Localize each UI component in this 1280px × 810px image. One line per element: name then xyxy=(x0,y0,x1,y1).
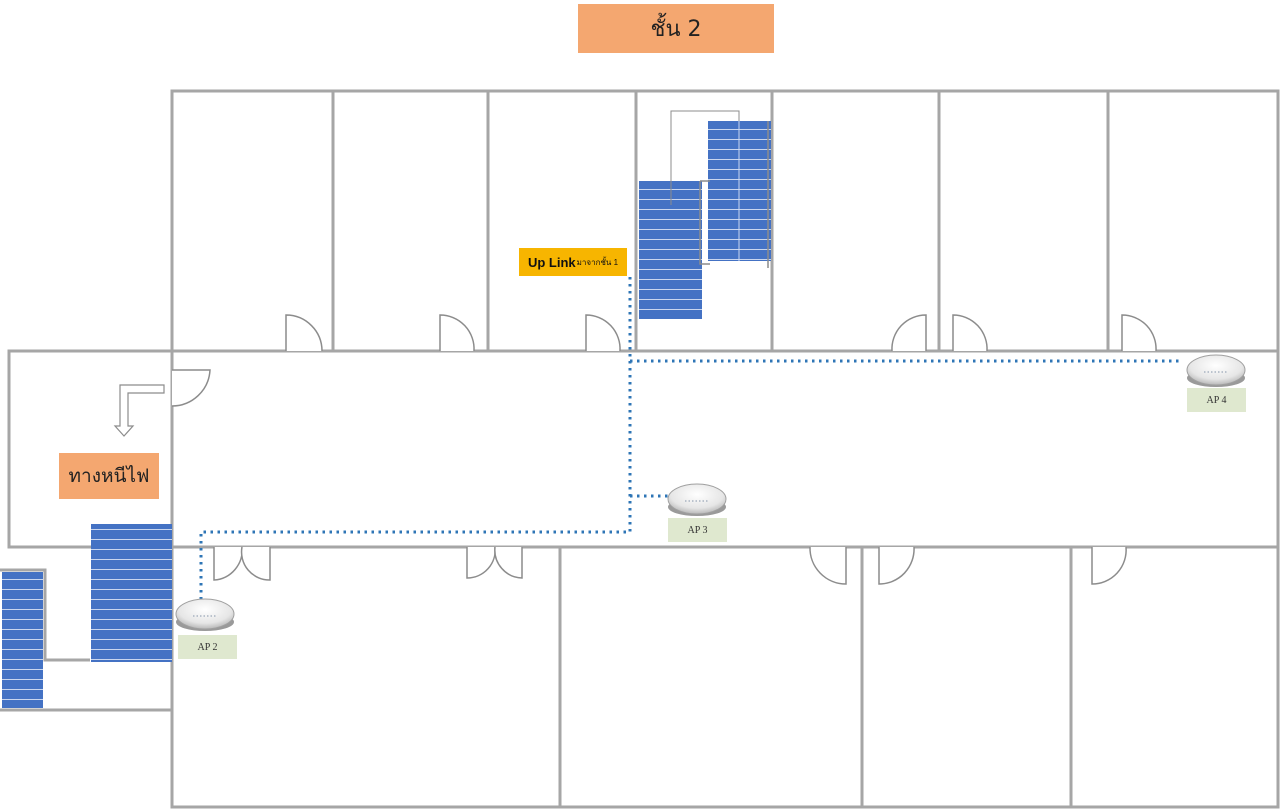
uplink-note: มาจากชั้น 1 xyxy=(576,257,619,267)
ap-label-ap3: AP 3 xyxy=(668,518,727,542)
network-cable xyxy=(199,277,1180,600)
access-point-icon xyxy=(175,598,235,631)
uplink-label: Up Link มาจากชั้น 1 xyxy=(519,248,627,276)
exit-arrow-icon xyxy=(113,384,165,437)
access-point-icon xyxy=(667,483,727,516)
fire-exit-label: ทางหนีไฟ xyxy=(59,453,159,499)
ap-label-ap4: AP 4 xyxy=(1187,388,1246,412)
access-point-icon xyxy=(1186,354,1246,387)
doors xyxy=(171,314,1157,585)
ap-label-ap2: AP 2 xyxy=(178,635,237,659)
uplink-title: Up Link xyxy=(527,254,576,270)
floor-title: ชั้น 2 xyxy=(578,4,774,53)
stair-flight xyxy=(91,524,172,662)
walls xyxy=(0,89,1280,809)
stairs xyxy=(2,110,771,708)
stair-flight xyxy=(2,572,43,708)
